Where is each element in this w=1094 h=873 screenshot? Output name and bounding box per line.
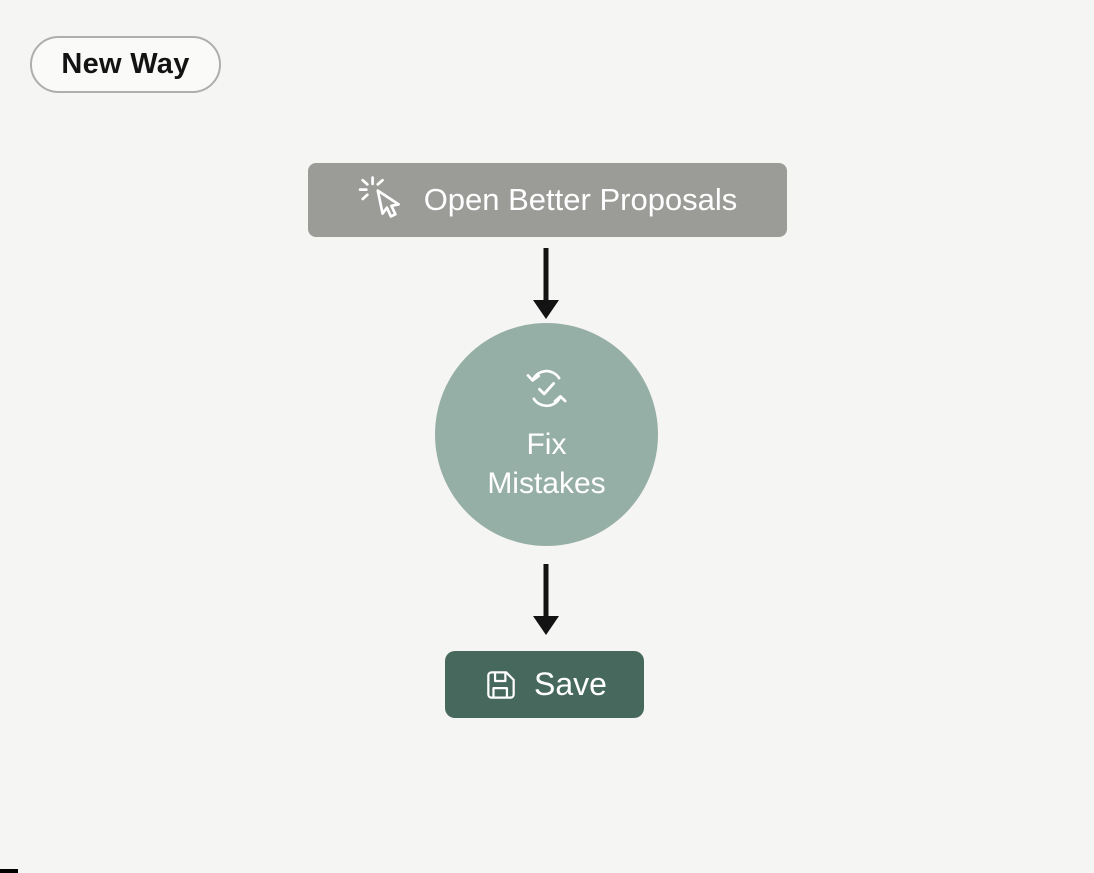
cursor-click-icon — [358, 175, 408, 225]
open-better-proposals-label: Open Better Proposals — [423, 182, 738, 217]
new-way-badge-label: New Way — [61, 48, 190, 80]
refresh-check-icon — [524, 366, 569, 411]
fix-mistakes-label-line2: Mistakes — [487, 467, 606, 500]
new-way-badge: New Way — [30, 36, 221, 93]
flow-arrow-down-1 — [531, 247, 561, 319]
save-button[interactable]: Save — [445, 651, 644, 718]
fix-mistakes-step: Fix Mistakes — [435, 323, 658, 546]
save-button-label: Save — [534, 666, 607, 702]
corner-mark — [0, 869, 18, 873]
save-icon — [482, 666, 520, 704]
flow-arrow-down-2 — [531, 563, 561, 635]
fix-mistakes-label-line1: Fix — [526, 428, 567, 461]
open-better-proposals-button[interactable]: Open Better Proposals — [308, 163, 787, 237]
